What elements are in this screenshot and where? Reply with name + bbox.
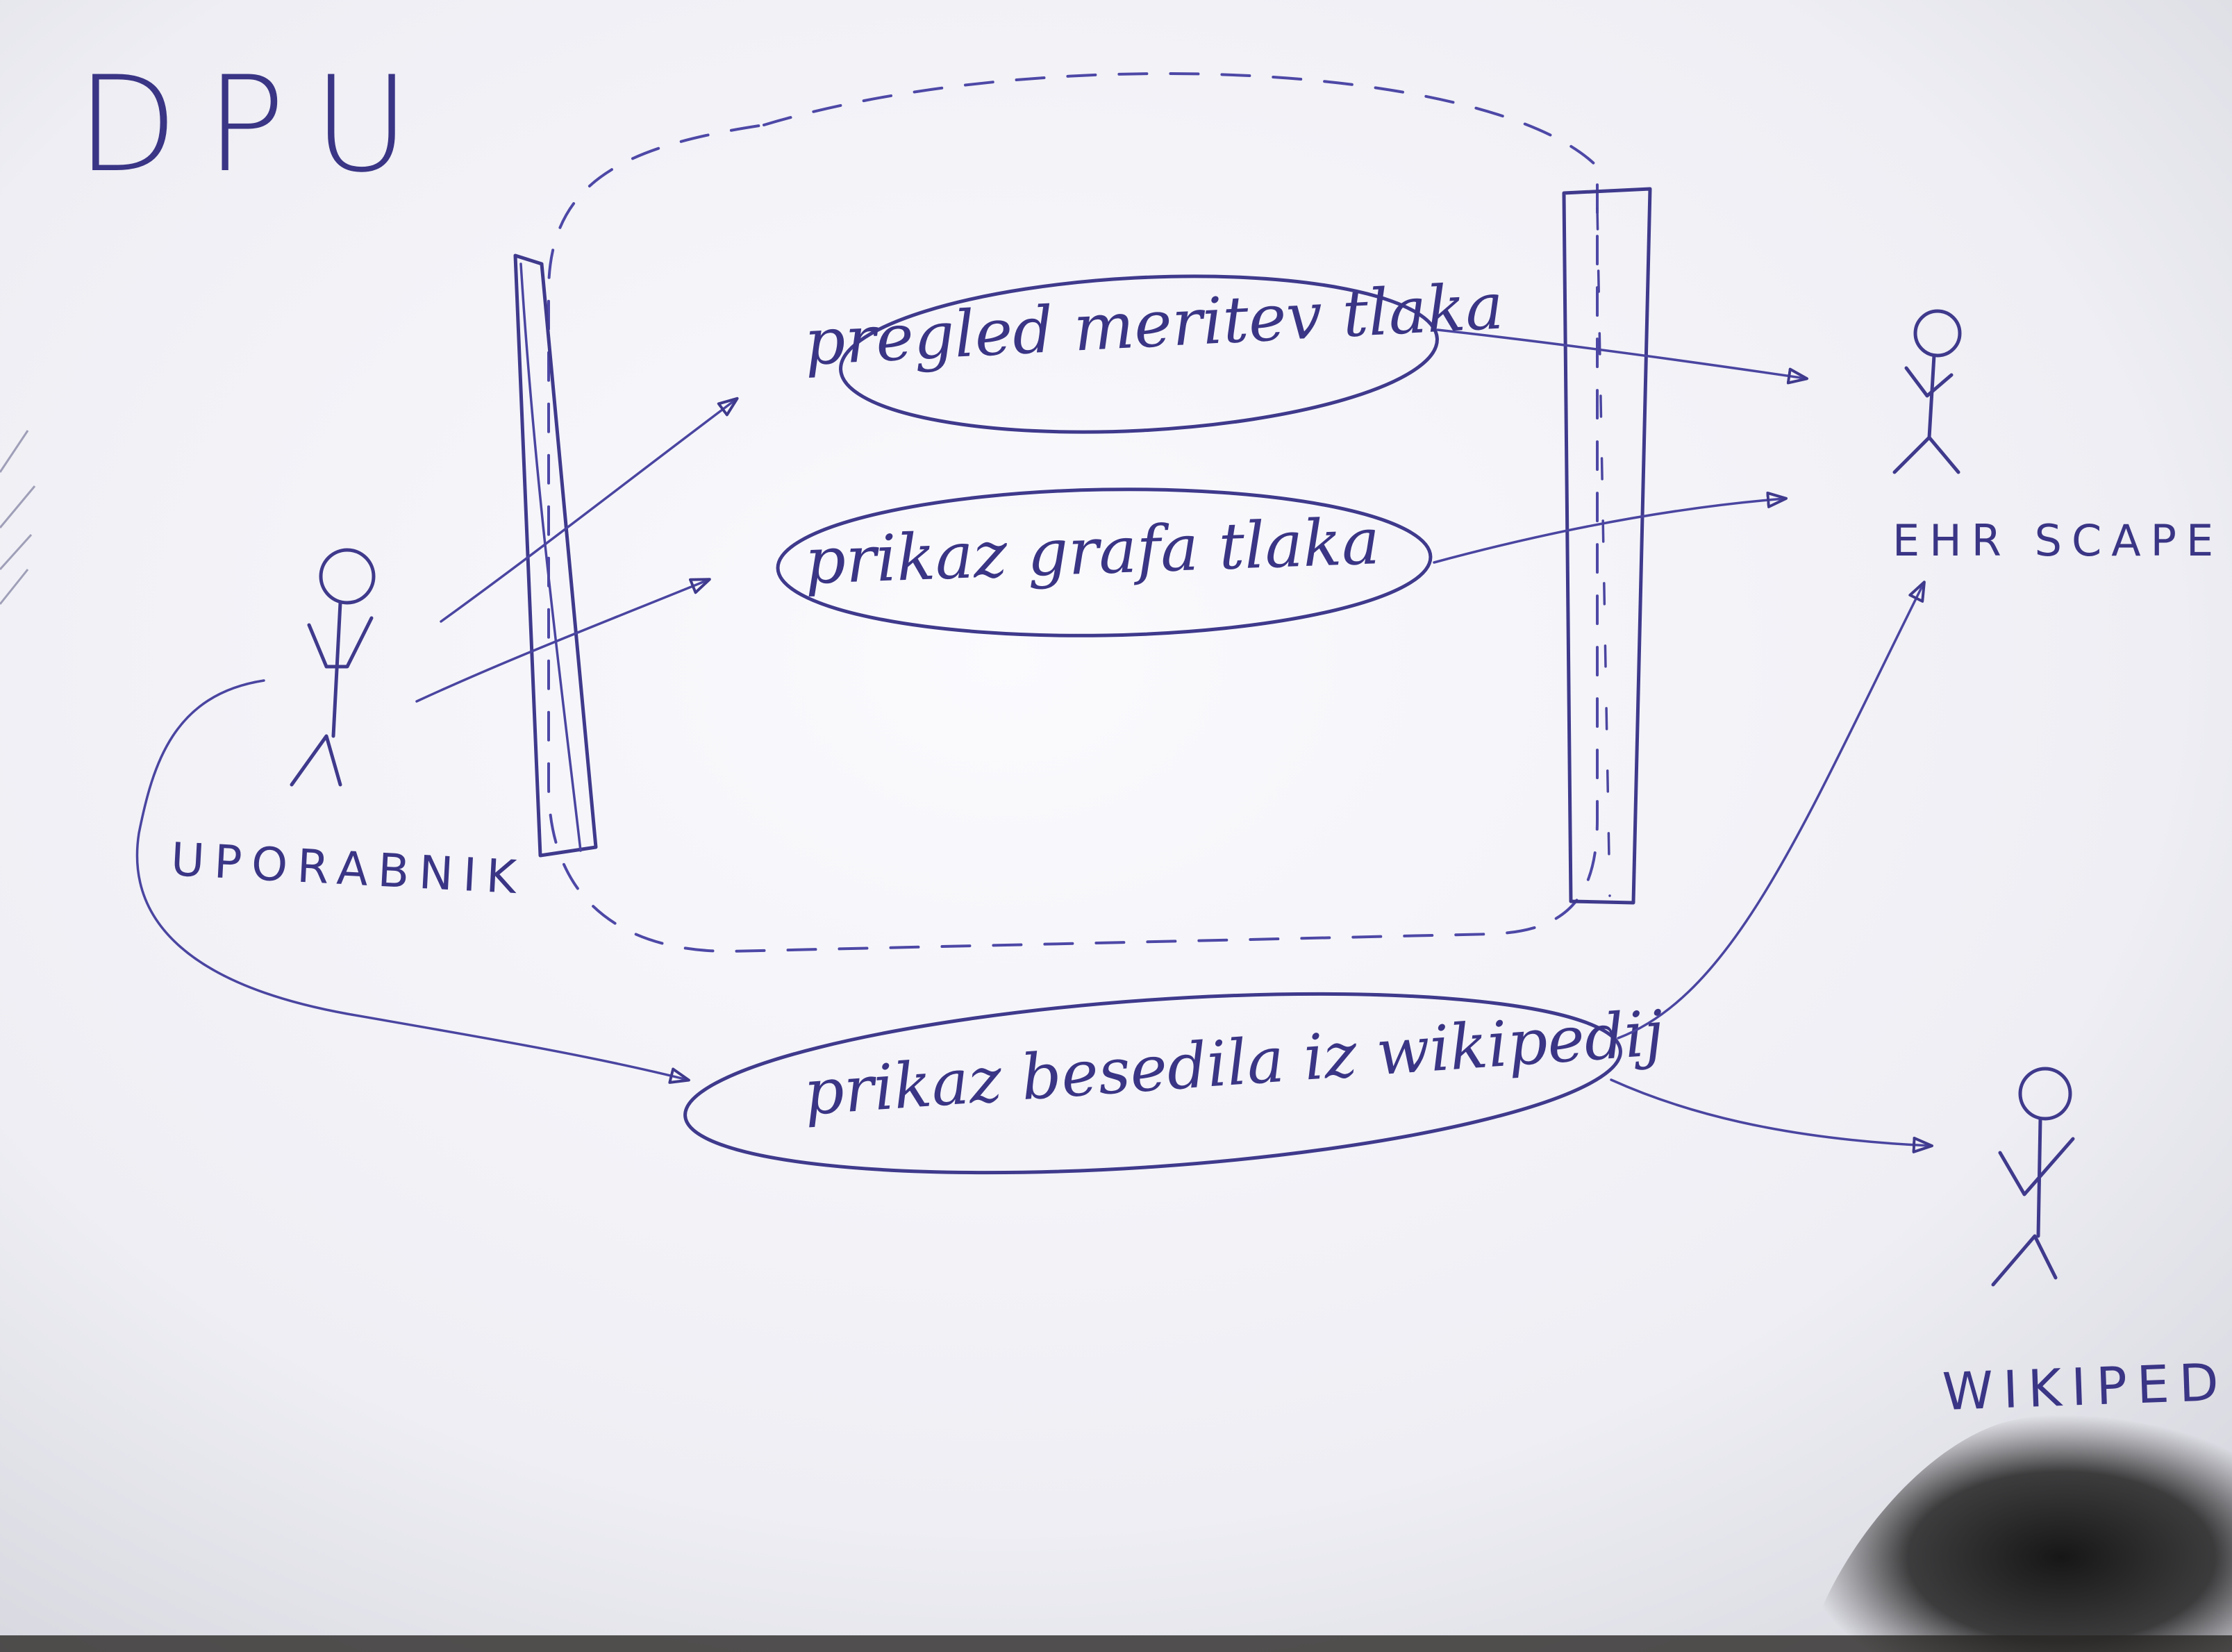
actor-ehr: [1892, 309, 1962, 474]
left-system-bar: [513, 253, 598, 858]
actor-user-head: [319, 548, 376, 605]
actor-wiki-arms: [1998, 1137, 2075, 1196]
actor-user-arms: [307, 616, 374, 669]
assoc-uc1-to-ehr: [1436, 328, 1808, 385]
right-system-bar-inner: [1596, 207, 1611, 897]
actor-ehr-legs: [1892, 435, 1960, 474]
paper-marks-left: [0, 430, 36, 605]
actor-ehr-head: [1913, 309, 1962, 358]
hand-shadow: [1806, 1415, 2232, 1652]
actor-wiki-label: WIKIPEDIJA: [1942, 1349, 2232, 1422]
actor-user: [290, 548, 376, 787]
diagram-title: DPU: [76, 48, 438, 201]
assoc-uc3-to-wiki: [1610, 1078, 1933, 1153]
assoc-uc2-to-ehr: [1433, 491, 1788, 564]
assoc-user-to-uc2: [415, 578, 711, 703]
left-system-bar-inner: [519, 262, 582, 852]
actor-wiki: [1991, 1067, 2075, 1287]
actor-wiki-head: [2018, 1067, 2072, 1121]
actor-ehr-label: EHR SCAPE: [1892, 515, 2223, 566]
bottom-edge-shadow: [0, 1635, 2232, 1652]
use-case-3-ellipse: [683, 992, 1622, 1175]
assoc-uc3-to-ehr: [1617, 581, 1926, 1040]
actor-wiki-legs: [1991, 1234, 2058, 1287]
actor-user-body: [331, 601, 342, 738]
actor-user-legs: [290, 734, 342, 787]
assoc-user-to-uc1: [440, 397, 739, 623]
use-case-2-ellipse: [776, 487, 1433, 637]
system-boundary: [547, 72, 1599, 953]
use-case-1-ellipse: [839, 274, 1439, 434]
assoc-user-to-uc3: [135, 679, 690, 1084]
right-system-bar: [1562, 187, 1652, 905]
actor-ehr-arms: [1904, 366, 1954, 398]
actor-ehr-body: [1927, 353, 1936, 440]
